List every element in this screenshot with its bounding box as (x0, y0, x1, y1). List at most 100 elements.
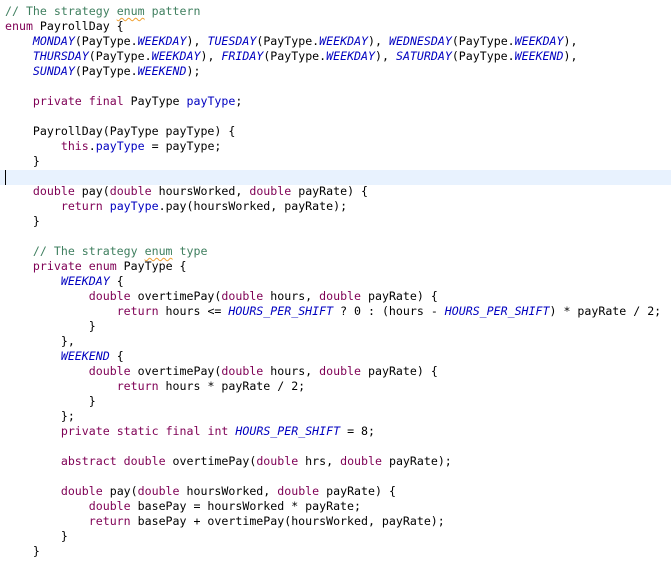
code-token: PayType { (116, 259, 187, 273)
code-token: ), (200, 49, 222, 63)
code-token: } (5, 319, 96, 333)
code-token: double (88, 364, 131, 378)
current-line-highlight (0, 170, 671, 185)
code-token: double (221, 289, 264, 303)
code-token (82, 94, 89, 108)
code-line: abstract double overtimePay(double hrs, … (5, 454, 452, 469)
code-token: WEEKEND (137, 64, 187, 78)
code-token: abstract (60, 454, 117, 468)
code-line: double overtimePay(double hours, double … (5, 289, 438, 304)
code-token: return (88, 514, 131, 528)
code-token: double (256, 454, 299, 468)
code-token: .pay(hoursWorked, payRate); (158, 199, 348, 213)
code-token (5, 499, 89, 513)
code-line: THURSDAY(PayType.WEEKDAY), FRIDAY(PayTyp… (5, 49, 578, 64)
code-token: overtimePay( (130, 364, 222, 378)
code-token (5, 304, 117, 318)
code-token: WEEKDAY (151, 49, 201, 63)
code-token (5, 274, 61, 288)
code-token: WEEKDAY (137, 34, 187, 48)
text-caret (5, 170, 6, 185)
code-token: } (5, 529, 68, 543)
code-token: double (340, 454, 382, 468)
code-token: double (221, 364, 264, 378)
code-token: (PayType. (256, 34, 320, 48)
code-token: . (88, 139, 96, 153)
code-line: double pay(double hoursWorked, double pa… (5, 484, 396, 499)
code-token: return (116, 379, 159, 393)
code-token: (PayType. (88, 49, 152, 63)
code-token (103, 199, 110, 213)
code-token: double (319, 364, 362, 378)
code-line: private final PayType payType; (5, 94, 242, 109)
code-line: } (5, 214, 40, 229)
code-token: double (137, 484, 180, 498)
code-token: } (5, 544, 40, 558)
code-line: } (5, 319, 96, 334)
code-token: private (60, 424, 110, 438)
code-token: static (116, 424, 159, 438)
code-token: ), (563, 34, 578, 48)
code-token: (PayType. (451, 49, 515, 63)
code-token: WEEKDAY (326, 49, 376, 63)
code-token: } (5, 394, 96, 408)
code-token: return (116, 304, 159, 318)
code-line: return hours <= HOURS_PER_SHIFT ? 0 : (h… (5, 304, 661, 319)
code-token: HOURS_PER_SHIFT (235, 424, 341, 438)
code-token: } (5, 214, 40, 228)
code-token: ); (186, 64, 201, 78)
code-token: double (88, 499, 131, 513)
code-token: hrs, (298, 454, 341, 468)
code-token: WEDNESDAY (389, 34, 452, 48)
code-line: double pay(double hoursWorked, double pa… (5, 184, 368, 199)
code-token: payType (186, 94, 236, 108)
code-token: WEEKDAY (319, 34, 369, 48)
code-token: double (249, 184, 292, 198)
code-line: } (5, 544, 40, 559)
code-line: }; (5, 409, 75, 424)
code-token (5, 34, 33, 48)
code-token: pay( (74, 184, 110, 198)
code-token: private (32, 259, 82, 273)
code-line: this.payType = payType; (5, 139, 222, 154)
code-token: overtimePay( (130, 289, 222, 303)
code-token (5, 424, 61, 438)
code-token: hoursWorked, (179, 484, 278, 498)
code-token: hours, (263, 289, 320, 303)
code-token: return (60, 199, 103, 213)
code-token (5, 379, 117, 393)
code-token: HOURS_PER_SHIFT (444, 304, 550, 318)
code-token: enum (116, 4, 145, 18)
code-token: enum (5, 19, 33, 33)
code-token: type (172, 244, 208, 258)
code-token: hoursWorked, (151, 184, 250, 198)
code-token: payType (95, 139, 145, 153)
code-token: double (277, 484, 320, 498)
code-token: double (60, 484, 103, 498)
code-token (5, 454, 61, 468)
code-token: ), (563, 49, 578, 63)
code-token (159, 424, 166, 438)
code-token: FRIDAY (221, 49, 264, 63)
code-token: TUESDAY (207, 34, 257, 48)
code-token: basePay + overtimePay(hoursWorked, payRa… (130, 514, 445, 528)
code-line: MONDAY(PayType.WEEKDAY), TUESDAY(PayType… (5, 34, 578, 49)
code-line: WEEKDAY { (5, 274, 124, 289)
code-token (117, 454, 124, 468)
code-token (5, 484, 61, 498)
code-token: double (109, 184, 152, 198)
code-token (82, 259, 89, 273)
code-token: final (165, 424, 201, 438)
code-token: payRate) { (319, 484, 396, 498)
code-line: } (5, 394, 96, 409)
code-line: PayrollDay(PayType payType) { (5, 124, 235, 139)
code-token (5, 514, 89, 528)
code-token: // The strategy (5, 4, 117, 18)
code-token (5, 349, 61, 363)
code-token: (PayType. (451, 34, 515, 48)
code-token: private (32, 94, 82, 108)
code-line: double basePay = hoursWorked * payRate; (5, 499, 361, 514)
code-token: overtimePay( (165, 454, 257, 468)
code-token: double (319, 289, 362, 303)
